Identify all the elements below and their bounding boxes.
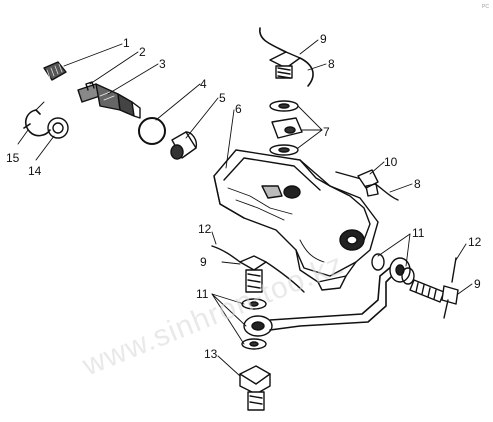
watermark-text: www.sinhron-too.kz (77, 248, 348, 383)
part-5-bushing (170, 131, 198, 160)
part-1-knurled-cap (43, 61, 67, 81)
callout-2: 2 (139, 45, 146, 59)
callout-15: 15 (6, 151, 20, 165)
callout-11-left: 11 (196, 287, 209, 301)
part-15-snap-ring (23, 109, 51, 137)
callout-8-top: 8 (328, 57, 335, 71)
part-7-washers (269, 100, 303, 156)
callout-3: 3 (159, 57, 166, 71)
part-6-housing (213, 149, 379, 291)
part-9-right-bolt (409, 279, 459, 305)
part-4-o-ring (138, 117, 166, 145)
part-11-left-washers (241, 298, 267, 350)
leader-lines (17, 39, 473, 377)
callout-9-top: 9 (320, 32, 327, 46)
callout-10: 10 (384, 155, 398, 169)
oil-tube-assembly (243, 257, 411, 337)
corner-mark: PC (482, 4, 489, 10)
callout-11-right: 11 (412, 226, 425, 240)
callout-9-right: 9 (474, 277, 481, 291)
callout-5: 5 (219, 91, 226, 105)
part-10-bolt (357, 169, 379, 197)
callout-12-right: 12 (468, 235, 482, 249)
callout-4: 4 (200, 77, 207, 91)
callout-9-middle: 9 (200, 255, 207, 269)
callout-1: 1 (123, 36, 130, 50)
callout-12-middle: 12 (198, 222, 212, 236)
part-9-middle-bolt (211, 245, 305, 293)
part-9-top-bolt (259, 27, 314, 87)
callout-13: 13 (204, 347, 218, 361)
callout-14: 14 (28, 164, 42, 178)
callout-7: 7 (323, 125, 330, 139)
part-14-washer (47, 117, 69, 139)
part-3-sensor-body (77, 81, 141, 119)
callout-6: 6 (235, 102, 242, 116)
part-13-bolt (239, 365, 271, 411)
callout-8-right: 8 (414, 177, 421, 191)
part-11-right-washers (371, 253, 415, 285)
part-12-right-wire (443, 257, 457, 319)
